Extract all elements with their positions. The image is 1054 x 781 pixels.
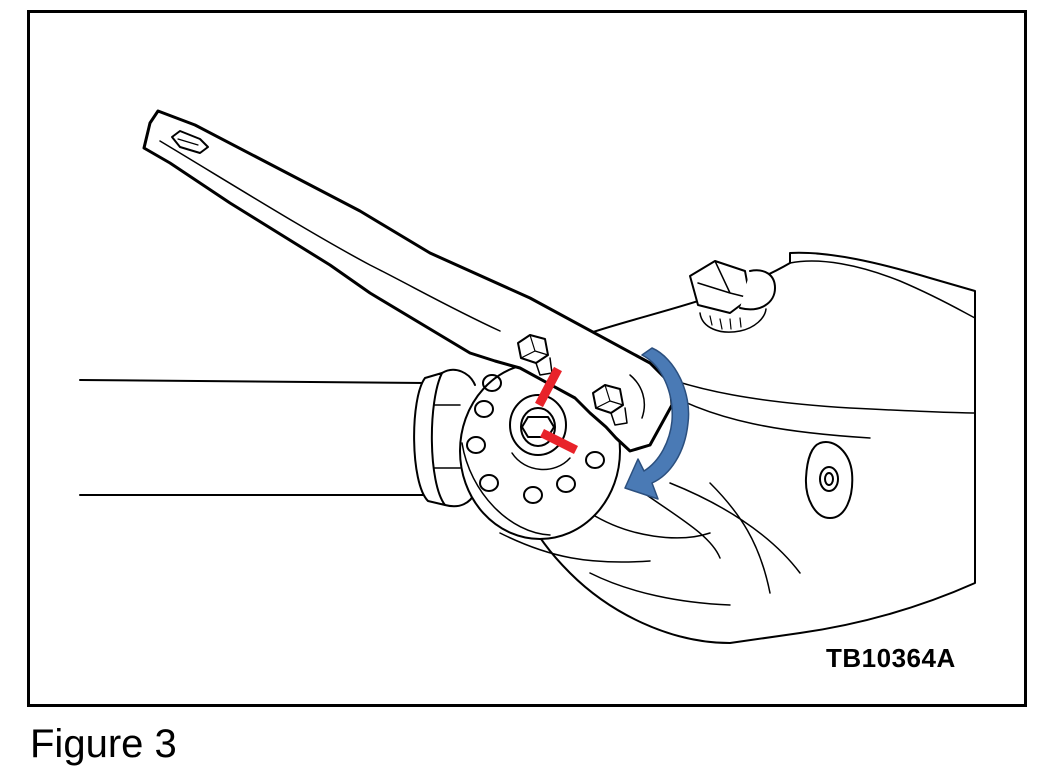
alignment-marks — [535, 366, 579, 455]
shaft-yoke — [413, 368, 476, 508]
figure-caption: Figure 3 — [30, 722, 177, 766]
drawing-code: TB10364A — [826, 643, 956, 673]
curved-arrow-icon — [624, 347, 690, 500]
alignment-mark-lower — [539, 428, 579, 455]
vent-fitting — [689, 260, 776, 333]
drive-shaft — [79, 379, 426, 496]
tool-bolt-upper — [517, 334, 553, 376]
tool-bolt-lower — [592, 384, 628, 426]
figure-frame: TB10364A — [27, 10, 1027, 707]
pinion-flange — [459, 362, 621, 540]
flange-holding-tool — [142, 109, 674, 453]
axle-housing — [499, 251, 976, 644]
alignment-mark-upper — [535, 366, 562, 408]
axle-illustration — [79, 109, 976, 644]
